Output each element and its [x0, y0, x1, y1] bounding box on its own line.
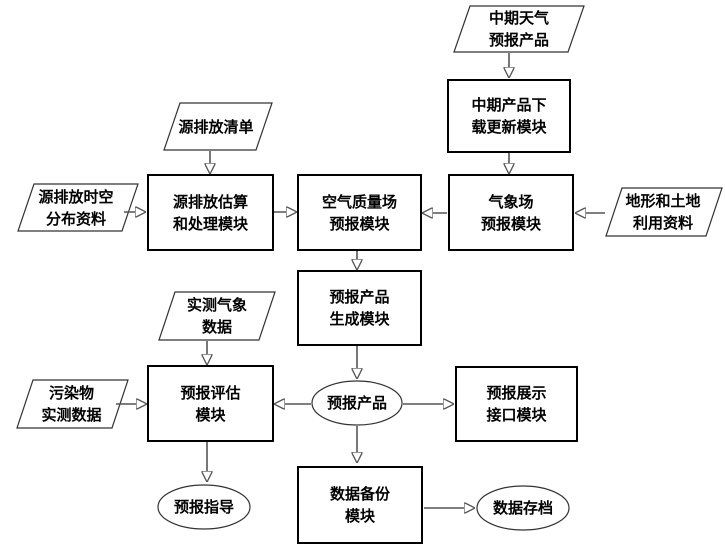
pollutant-observation-data: 污染物 实测数据 — [41, 384, 102, 424]
forecast-display-interface-module: 预报展示 接口模块 — [455, 366, 578, 442]
data-archive: 数据存档 — [492, 499, 553, 517]
data-backup-module: 数据备份 模块 — [297, 466, 423, 544]
forecast-product: 预报产品 — [326, 394, 387, 412]
shape-medium-weather-product — [453, 5, 585, 53]
medium-product-download-module: 中期产品下 载更新模块 — [447, 79, 571, 153]
shape-pollutant-observation — [16, 379, 129, 429]
shape-source-emission-spatiotemporal — [17, 183, 139, 232]
shape-terrain-landuse — [605, 187, 723, 237]
shape-forecast-guidance — [157, 484, 251, 530]
source-emission-processing-module: 源排放估算 和处理模块 — [147, 174, 274, 251]
meteorology-forecast-module: 气象场 预报模块 — [448, 174, 574, 251]
forecast-guidance: 预报指导 — [173, 498, 234, 516]
source-emission-spatiotemporal-data: 源排放时空 分布资料 — [38, 187, 114, 228]
shape-forecast-product — [311, 380, 403, 426]
terrain-landuse-data: 地形和土地 利用资料 — [625, 192, 701, 232]
shape-observed-meteorology — [158, 291, 276, 341]
air-quality-forecast-module: 空气质量场 预报模块 — [297, 174, 422, 251]
medium-weather-product: 中期天气 预报产品 — [488, 9, 549, 49]
forecast-evaluation-module: 预报评估 模块 — [147, 365, 274, 442]
source-emission-list: 源排放清单 — [178, 117, 254, 136]
shape-data-archive — [476, 485, 570, 531]
forecast-product-generation-module: 预报产品 生成模块 — [297, 270, 422, 346]
observed-meteorology-data: 实测气象 数据 — [186, 296, 247, 336]
shape-source-emission-list — [163, 102, 273, 151]
